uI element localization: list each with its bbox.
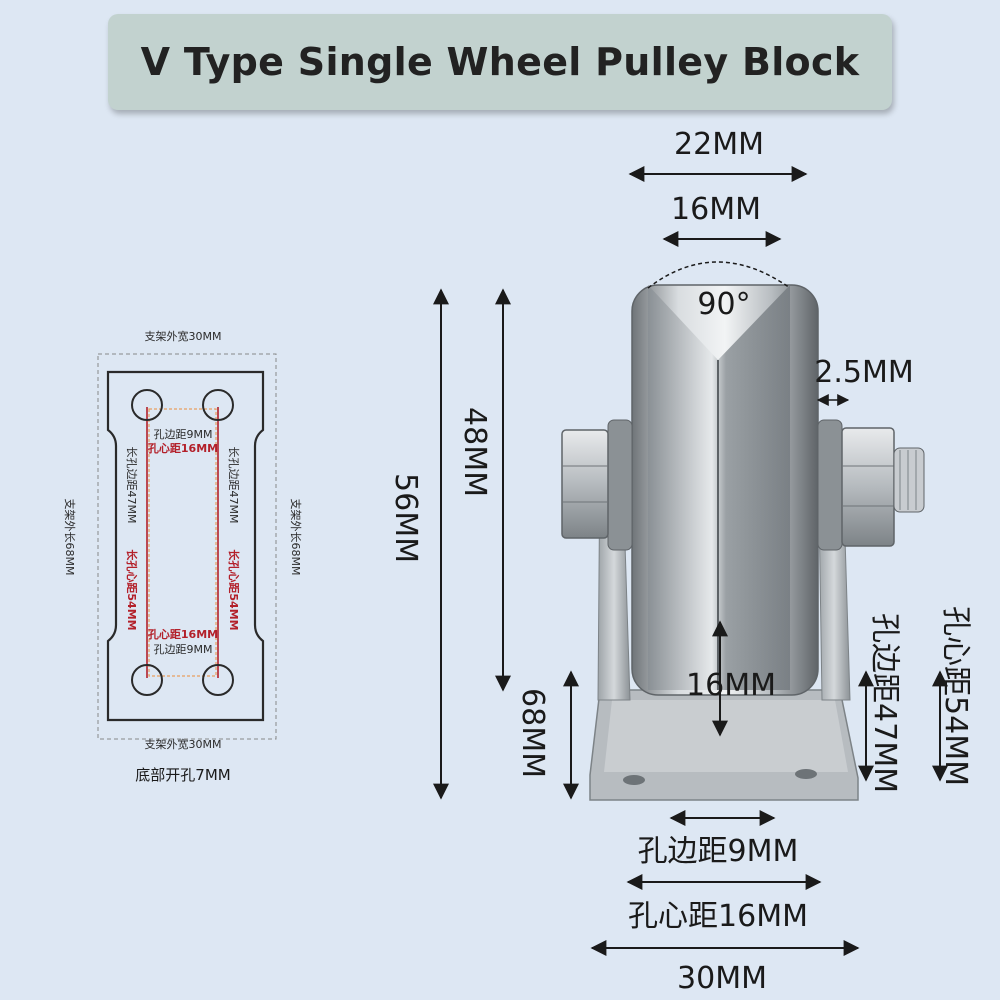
- flange-label: 2.5MM: [814, 355, 913, 390]
- angle-label: 90°: [697, 287, 750, 322]
- plan-bracket-outline: [106, 370, 265, 722]
- plan-view: 支架外宽30MM 支架外宽30MM 底部开孔7MM 孔边距9MM 孔心距16MM…: [63, 329, 302, 784]
- nut-right-icon: [841, 427, 895, 547]
- plan-hole-icon: [131, 664, 163, 696]
- nut-left-icon: [561, 429, 609, 539]
- title-banner: V Type Single Wheel Pulley Block: [108, 14, 892, 110]
- dimension-lines: [433, 166, 948, 956]
- plan-guide-rect: [148, 408, 217, 677]
- plan-hole-icon: [202, 389, 234, 421]
- plan-hole-center-top-label: 孔心距16MM: [148, 442, 218, 455]
- angle-arc: [647, 261, 791, 289]
- plan-hole-icon: [131, 389, 163, 421]
- total-height-label: 56MM: [388, 473, 423, 563]
- plan-left-length-label: 支架外长68MM: [63, 499, 76, 576]
- base-length-label: 68MM: [515, 688, 550, 778]
- hole-edge-47-label: 孔边距47MM: [867, 613, 902, 793]
- plan-long-edge-right-label: 长孔边距47MM: [227, 447, 240, 524]
- plan-bottom-hole-label: 底部开孔7MM: [135, 766, 230, 784]
- axle-height-label: 16MM: [686, 668, 776, 703]
- groove-width-label: 16MM: [671, 192, 761, 227]
- wheel-diameter-label: 48MM: [457, 407, 492, 497]
- plan-hole-edge-bottom-label: 孔边距9MM: [154, 643, 213, 656]
- plan-bottom-width-label: 支架外宽30MM: [145, 737, 222, 751]
- plan-hole-icon: [202, 664, 234, 696]
- plan-hole-edge-top-label: 孔边距9MM: [154, 428, 213, 441]
- dimension-labels: 22MM 16MM 90° 2.5MM 48MM 56MM 16MM 68MM …: [388, 127, 973, 996]
- hole-center-54-label: 孔心距54MM: [938, 606, 973, 786]
- plan-right-length-label: 支架外长68MM: [289, 499, 302, 576]
- top-width-label: 22MM: [674, 127, 764, 162]
- washer-right: [817, 419, 843, 551]
- plan-top-width-label: 支架外宽30MM: [145, 329, 222, 343]
- hole-edge-9-label: 孔边距9MM: [638, 834, 799, 869]
- pulley-illustration: [561, 284, 925, 801]
- bolt-end-icon: [893, 447, 925, 513]
- plan-long-center-left-label: 长孔心距54MM: [125, 549, 139, 630]
- base-hole-icon: [795, 769, 817, 779]
- plan-hole-center-bottom-label: 孔心距16MM: [148, 628, 218, 641]
- title-text: V Type Single Wheel Pulley Block: [140, 40, 860, 84]
- plan-long-edge-left-label: 长孔边距47MM: [125, 447, 138, 524]
- plan-long-center-right-label: 长孔心距54MM: [227, 549, 241, 630]
- base-hole-icon: [623, 775, 645, 785]
- hole-center-16-label: 孔心距16MM: [628, 899, 808, 934]
- base-plate-top: [604, 700, 848, 772]
- washer-left: [607, 419, 633, 551]
- base-width-label: 30MM: [677, 961, 767, 996]
- plan-dashed-frame: [97, 353, 277, 740]
